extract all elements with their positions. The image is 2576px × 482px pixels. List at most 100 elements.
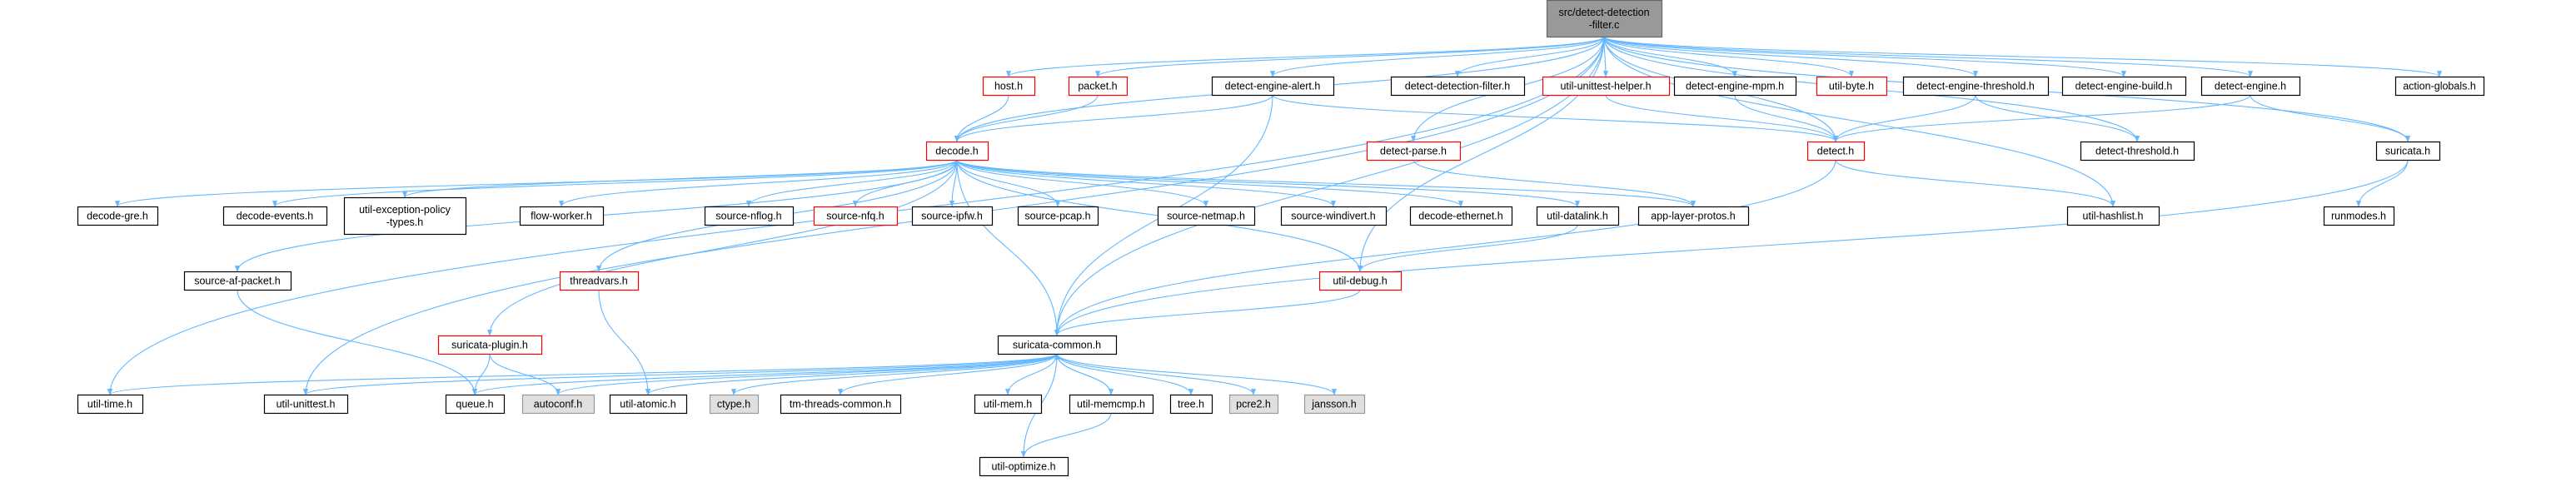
node-hashlist[interactable]: util-hashlist.h	[2066, 206, 2160, 226]
node-label: runmodes.h	[2331, 211, 2386, 222]
node-dparse[interactable]: detect-parse.h	[1366, 141, 1462, 161]
node-detect[interactable]: detect.h	[1806, 141, 1866, 161]
node-box	[1211, 76, 1335, 97]
node-dthresh[interactable]: detect-threshold.h	[2080, 141, 2195, 161]
edge-line	[2250, 94, 2411, 142]
node-dethresh[interactable]: detect-engine-threshold.h	[1902, 76, 2050, 97]
node-utilbyte[interactable]: util-byte.h	[1816, 76, 1888, 97]
node-autoconf[interactable]: autoconf.h	[521, 394, 595, 415]
node-netmap[interactable]: source-netmap.h	[1157, 206, 1256, 226]
node-afpacket[interactable]: source-af-packet.h	[183, 271, 292, 291]
node-layer: src/detect-detection-filter.c host.h packe…	[77, 0, 2485, 477]
node-mem[interactable]: util-mem.h	[974, 394, 1043, 415]
node-plugin[interactable]: suricata-plugin.h	[437, 335, 543, 355]
node-box	[704, 206, 795, 226]
node-nfq[interactable]: source-nfq.h	[813, 206, 899, 226]
node-suricata[interactable]: suricata.h	[2375, 141, 2441, 161]
edge-line	[471, 353, 491, 395]
node-datalink[interactable]: util-datalink.h	[1536, 206, 1620, 226]
node-dempm[interactable]: detect-engine-mpm.h	[1673, 76, 1797, 97]
node-utiltime[interactable]: util-time.h	[77, 394, 144, 415]
node-flowwork[interactable]: flow-worker.h	[519, 206, 605, 226]
node-root[interactable]: src/detect-detection-filter.c	[1546, 0, 1663, 38]
node-tmthreads[interactable]: tm-threads-common.h	[780, 394, 902, 415]
node-label: decode.h	[935, 146, 978, 157]
node-atomic[interactable]: util-atomic.h	[609, 394, 688, 415]
node-utildebug[interactable]: util-debug.h	[1318, 271, 1403, 291]
node-deceth[interactable]: decode-ethernet.h	[1409, 206, 1513, 226]
node-pcre2[interactable]: pcre2.h	[1228, 394, 1279, 415]
node-label: detect-engine.h	[2215, 81, 2286, 92]
node-ctype[interactable]: ctype.h	[709, 394, 760, 415]
node-box	[1390, 76, 1526, 97]
node-decode[interactable]: decode.h	[925, 141, 989, 161]
edge-line	[1056, 353, 1337, 395]
node-label: suricata-common.h	[1013, 340, 1101, 351]
dependency-edge-decode-to-flowwork	[559, 159, 958, 207]
node-label: detect-engine-threshold.h	[1916, 81, 2035, 92]
edge-line	[1734, 94, 1839, 142]
edge-line	[837, 353, 1058, 395]
node-box	[2375, 141, 2441, 161]
node-box	[709, 394, 760, 415]
node-deengine[interactable]: detect-engine.h	[2200, 76, 2301, 97]
node-unithelp[interactable]: util-unittest-helper.h	[1542, 76, 1671, 97]
dependency-edge-decode-to-windivert	[956, 159, 1336, 207]
dependency-edge-datalink-to-utildebug	[1357, 224, 1578, 272]
node-decgre[interactable]: decode-gre.h	[77, 206, 159, 226]
node-label: suricata-plugin.h	[451, 340, 528, 351]
node-ipfw[interactable]: source-ipfw.h	[911, 206, 994, 226]
dependency-edge-root-to-dealert	[1270, 36, 1605, 77]
node-ddfilter[interactable]: detect-detection-filter.h	[1390, 76, 1526, 97]
node-runmodes[interactable]: runmodes.h	[2323, 206, 2395, 226]
node-tree[interactable]: tree.h	[1169, 394, 1213, 415]
node-label: util-unittest.h	[277, 399, 336, 410]
node-jansson[interactable]: jansson.h	[1303, 394, 1366, 415]
node-packet[interactable]: packet.h	[1068, 76, 1129, 97]
edge-line	[115, 159, 958, 207]
edge-line	[956, 159, 1060, 336]
dependency-edge-dethresh-to-dthresh	[1975, 94, 2140, 142]
dependency-edge-threadvars-to-atomic	[598, 289, 651, 395]
node-box	[1536, 206, 1620, 226]
node-windivert[interactable]: source-windivert.h	[1280, 206, 1388, 226]
node-label: queue.h	[456, 399, 493, 410]
node-applayer[interactable]: app-layer-protos.h	[1637, 206, 1750, 226]
node-box	[1017, 206, 1099, 226]
edge-line	[402, 159, 958, 198]
dependency-edge-packet-to-decode	[954, 94, 1099, 142]
dependency-edge-decode-to-nflog	[745, 159, 958, 207]
dependency-edge-decode-to-deceth	[956, 159, 1463, 207]
dependency-edge-suricata-to-common	[1054, 159, 2409, 336]
node-box	[2394, 76, 2485, 97]
edge-line	[1357, 224, 1578, 272]
node-unittest[interactable]: util-unittest.h	[263, 394, 349, 415]
node-threadvars[interactable]: threadvars.h	[559, 271, 640, 291]
edge-line	[1054, 353, 1112, 395]
node-box	[1816, 76, 1888, 97]
dependency-edge-dethresh-to-detect	[1832, 94, 1976, 142]
node-decevents[interactable]: decode-events.h	[222, 206, 328, 226]
node-label: detect-threshold.h	[2095, 146, 2179, 157]
dependency-edge-suricata-to-runmodes	[2355, 159, 2409, 207]
node-box	[183, 271, 292, 291]
dependency-edge-root-to-ddfilter	[1454, 36, 1605, 77]
node-optimize[interactable]: util-optimize.h	[979, 456, 1069, 477]
node-host[interactable]: host.h	[982, 76, 1036, 97]
node-actglob[interactable]: action-globals.h	[2394, 76, 2485, 97]
node-common[interactable]: suricata-common.h	[997, 335, 1118, 355]
dependency-edge-dealert-to-detect	[1272, 94, 1838, 142]
edge-line	[107, 353, 1058, 395]
node-box	[911, 206, 994, 226]
edge-line	[1605, 94, 1839, 142]
node-memcmp[interactable]: util-memcmp.h	[1069, 394, 1154, 415]
dependency-edge-common-to-queue	[472, 353, 1058, 395]
node-debuild[interactable]: detect-engine-build.h	[2061, 76, 2187, 97]
node-dealert[interactable]: detect-engine-alert.h	[1211, 76, 1335, 97]
node-pcap[interactable]: source-pcap.h	[1017, 206, 1099, 226]
node-queue[interactable]: queue.h	[445, 394, 506, 415]
node-box	[263, 394, 349, 415]
node-excpol[interactable]: util-exception-policy-types.h	[343, 196, 467, 236]
node-nflog[interactable]: source-nflog.h	[704, 206, 795, 226]
edge-line	[1835, 159, 2115, 207]
